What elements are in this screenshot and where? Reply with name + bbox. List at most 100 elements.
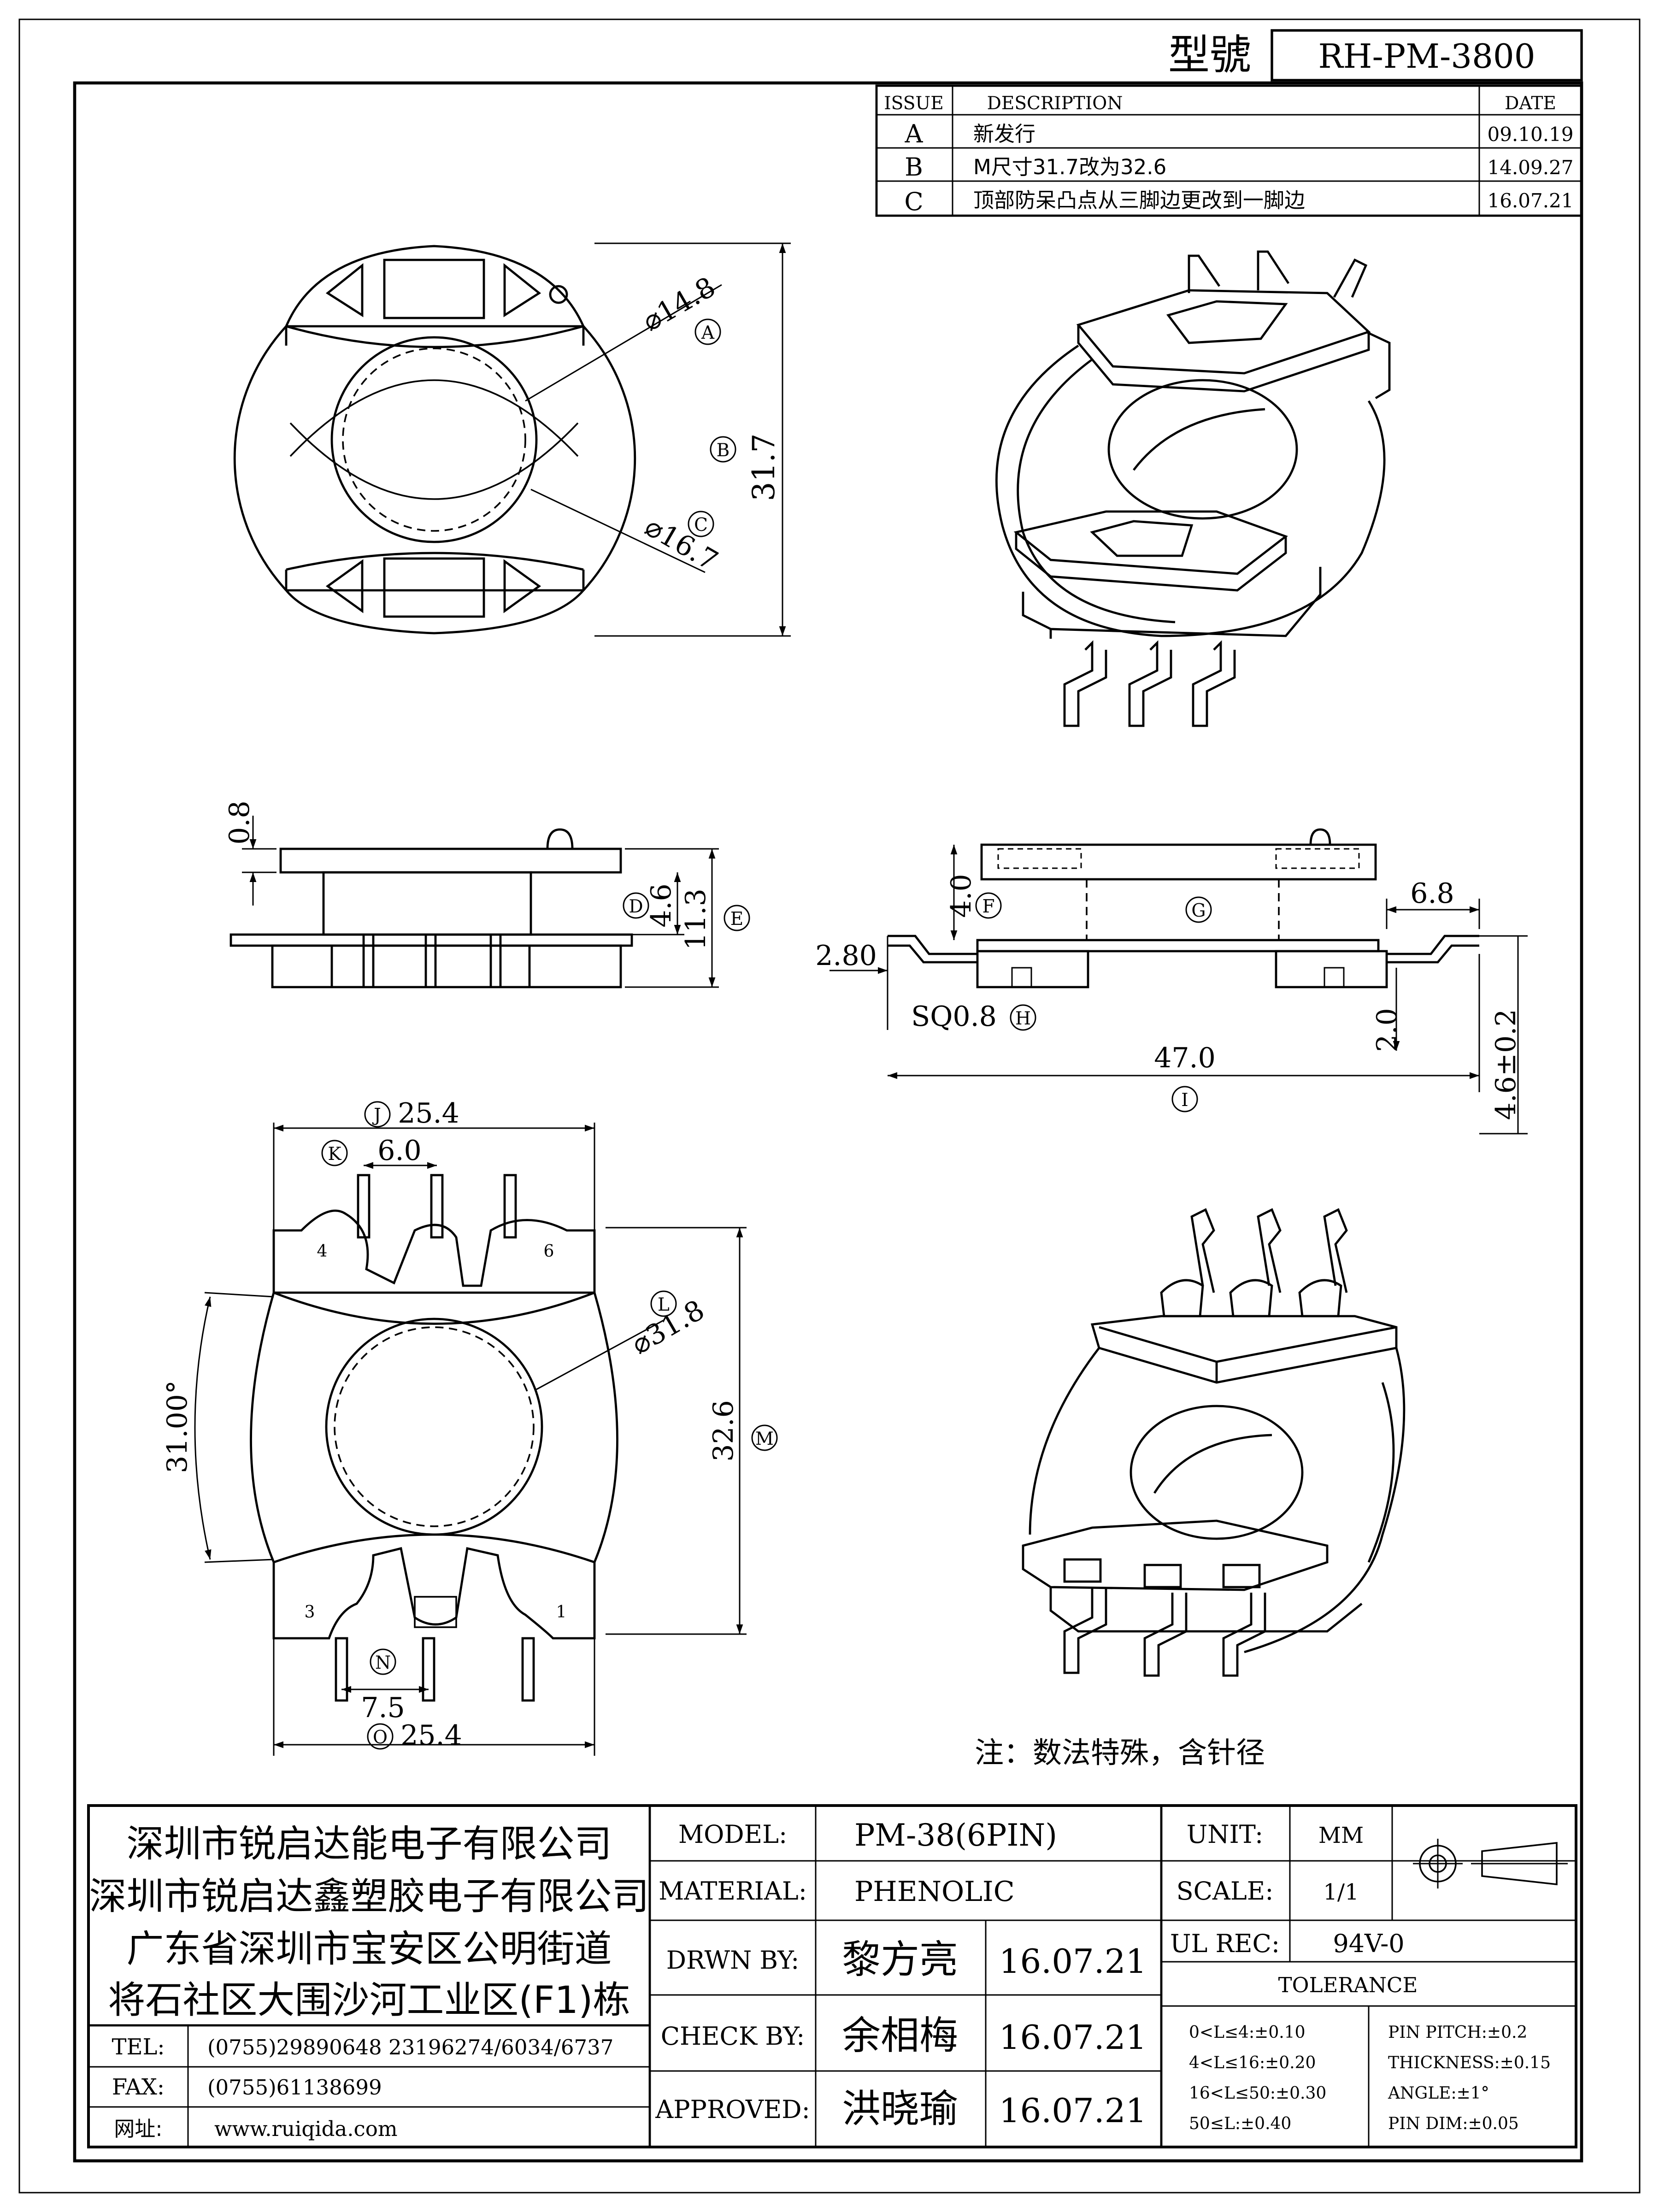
dim-4-6-pm: 4.6±0.2 bbox=[1490, 1009, 1522, 1120]
rev-row-date: 16.07.21 bbox=[1487, 189, 1573, 212]
tolerance-spec: PIN PITCH:±0.2 bbox=[1388, 2023, 1527, 2042]
web-value: www.ruiqida.com bbox=[214, 2117, 398, 2141]
tag-c: C bbox=[694, 515, 708, 535]
dim-angle-31: 31.00° bbox=[161, 1380, 194, 1473]
side-view bbox=[229, 816, 719, 988]
company-line: 深圳市锐启达鑫塑胶电子有限公司 bbox=[89, 1875, 649, 1918]
model-title-value: RH-PM-3800 bbox=[1318, 37, 1535, 76]
tag-h: H bbox=[1015, 1008, 1031, 1029]
pin-label-4: 4 bbox=[317, 1242, 328, 1261]
model-title-box: 型號 RH-PM-3800 bbox=[1168, 29, 1583, 82]
material-value: PHENOLIC bbox=[854, 1876, 1015, 1908]
tolerance-title: TOLERANCE bbox=[1278, 1973, 1418, 1997]
check-name: 余相梅 bbox=[842, 2013, 958, 2058]
note-text: 注：数法特殊，含针径 bbox=[975, 1736, 1265, 1770]
pin-label-1: 1 bbox=[556, 1603, 567, 1622]
dim-25-4-top: 25.4 bbox=[398, 1097, 459, 1130]
company-line: 深圳市锐启达能电子有限公司 bbox=[126, 1823, 612, 1866]
rev-row-date: 14.09.27 bbox=[1487, 156, 1573, 179]
model-label: MODEL: bbox=[678, 1820, 787, 1849]
rev-row-issue: B bbox=[905, 153, 923, 182]
dim-6-8: 6.8 bbox=[1410, 877, 1454, 910]
check-date: 16.07.21 bbox=[999, 2018, 1147, 2057]
material-label: MATERIAL: bbox=[659, 1877, 807, 1906]
pin-label-3: 3 bbox=[305, 1603, 315, 1622]
model-title-label: 型號 bbox=[1168, 31, 1251, 79]
dim-height-31-7: 31.7 bbox=[746, 434, 782, 501]
tolerance-spec: PIN DIM:±0.05 bbox=[1388, 2114, 1519, 2133]
bottom-view bbox=[194, 1123, 747, 1756]
approved-date: 16.07.21 bbox=[999, 2091, 1147, 2130]
side-view-labels: 0.8 D 4.6 11.3 E bbox=[224, 800, 750, 950]
drawn-date: 16.07.21 bbox=[999, 1942, 1147, 1981]
dim-47-0: 47.0 bbox=[1154, 1042, 1216, 1074]
scale-label: SCALE: bbox=[1177, 1877, 1274, 1906]
tel-label: TEL: bbox=[112, 2034, 165, 2060]
tag-a: A bbox=[701, 323, 715, 343]
rev-row-description: 新发行 bbox=[973, 122, 1035, 146]
revision-table: ISSUE DESCRIPTION DATE A 新发行 09.10.19 B … bbox=[875, 84, 1583, 217]
iso-view-bottom bbox=[1022, 1208, 1406, 1677]
tolerance-row: 0<L≤4:±0.10 bbox=[1189, 2023, 1306, 2042]
rev-row-issue: C bbox=[904, 187, 923, 216]
dim-2-0: 2.0 bbox=[1371, 1008, 1403, 1052]
rev-row-description: 顶部防呆凸点从三脚边更改到一脚边 bbox=[973, 188, 1305, 212]
tag-j: J bbox=[372, 1105, 381, 1126]
tag-o: O bbox=[373, 1727, 388, 1748]
company-line: 广东省深圳市宝安区公明街道 bbox=[126, 1928, 612, 1971]
check-label: CHECK BY: bbox=[661, 2022, 805, 2051]
fax-label: FAX: bbox=[112, 2074, 165, 2100]
drawing-frame bbox=[18, 18, 1641, 2194]
unit-label: UNIT: bbox=[1187, 1820, 1263, 1849]
web-label: 网址: bbox=[114, 2117, 162, 2141]
tag-m: M bbox=[755, 1429, 774, 1449]
approved-name: 洪晓瑜 bbox=[842, 2086, 958, 2131]
tag-e: E bbox=[730, 909, 743, 930]
front-view-labels: 4.0 F G 6.8 2.80 SQ0.8 H 47.0 I 2.0 4.6±… bbox=[815, 874, 1522, 1120]
company-line: 将石社区大围沙河工业区(F1)栋 bbox=[108, 1979, 630, 2022]
dim-25-4-bottom: 25.4 bbox=[400, 1719, 462, 1752]
dim-4-6: 4.6 bbox=[645, 883, 677, 927]
ul-label: UL REC: bbox=[1170, 1929, 1280, 1958]
tag-f: F bbox=[982, 896, 994, 917]
dim-sq0-8: SQ0.8 bbox=[911, 1000, 997, 1033]
tag-g: G bbox=[1191, 900, 1206, 921]
rev-header-date: DATE bbox=[1505, 93, 1556, 114]
model-value: PM-38(6PIN) bbox=[854, 1818, 1057, 1853]
dim-flange-0-8: 0.8 bbox=[224, 800, 256, 844]
ul-value: 94V-0 bbox=[1333, 1929, 1404, 1958]
rev-row-date: 09.10.19 bbox=[1487, 123, 1573, 146]
rev-header-description: DESCRIPTION bbox=[987, 93, 1123, 114]
rev-header-issue: ISSUE bbox=[884, 93, 944, 114]
drawn-name: 黎方亮 bbox=[842, 1937, 958, 1982]
top-view bbox=[233, 242, 791, 637]
scale-value: 1/1 bbox=[1323, 1879, 1359, 1905]
tolerance-spec: ANGLE:±1° bbox=[1388, 2084, 1489, 2103]
rev-row-issue: A bbox=[905, 119, 924, 148]
approved-label: APPROVED: bbox=[655, 2095, 810, 2124]
tag-l: L bbox=[658, 1294, 670, 1315]
bottom-view-labels: J 25.4 K 6.0 4 6 L ⌀31.8 31.00° 32.6 M 3… bbox=[161, 1097, 778, 1752]
dim-32-6: 32.6 bbox=[707, 1400, 740, 1462]
tel-value: (0755)29890648 23196274/6034/6737 bbox=[207, 2035, 613, 2059]
dim-11-3: 11.3 bbox=[680, 888, 712, 950]
front-view bbox=[830, 828, 1528, 1135]
dim-outer-diameter: ⌀16.7 bbox=[640, 510, 724, 577]
tag-i: I bbox=[1181, 1090, 1188, 1111]
tolerance-spec: THICKNESS:±0.15 bbox=[1388, 2053, 1551, 2072]
dim-7-5: 7.5 bbox=[361, 1692, 405, 1724]
drawn-label: DRWN BY: bbox=[666, 1946, 800, 1975]
tag-k: K bbox=[328, 1144, 341, 1165]
tag-d: D bbox=[629, 896, 643, 917]
tolerance-row: 16<L≤50:±0.30 bbox=[1189, 2084, 1326, 2103]
unit-value: MM bbox=[1318, 1823, 1364, 1848]
tag-n: N bbox=[375, 1653, 391, 1673]
tolerance-row: 50≤L:±0.40 bbox=[1189, 2114, 1291, 2133]
rev-row-description: M尺寸31.7改为32.6 bbox=[973, 155, 1166, 179]
title-block bbox=[87, 1804, 1577, 2148]
dim-2-80: 2.80 bbox=[815, 940, 877, 972]
iso-view-top bbox=[995, 250, 1391, 727]
spec-panel: MODEL: PM-38(6PIN) MATERIAL: PHENOLIC DR… bbox=[655, 1818, 1551, 2133]
fax-value: (0755)61138699 bbox=[207, 2075, 382, 2100]
